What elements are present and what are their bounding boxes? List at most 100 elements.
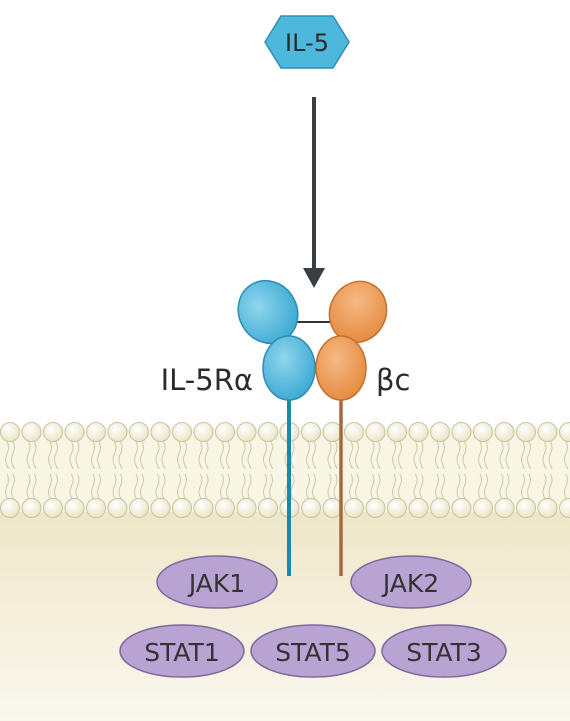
lipid-tail (392, 441, 396, 470)
lipid-tail (32, 441, 37, 470)
lipid-tail (198, 441, 203, 470)
lipid-tail (26, 441, 31, 470)
lipid-tail (97, 441, 101, 470)
lipid-head (322, 422, 343, 442)
lipid-head (344, 422, 364, 442)
lipid-tail (177, 441, 181, 470)
lipid-tail (376, 441, 381, 470)
lipid-head (236, 498, 257, 518)
lipid-head (559, 422, 570, 442)
cytoplasm-region (0, 505, 570, 721)
lipid-head (301, 422, 321, 442)
lipid-head (537, 422, 558, 442)
lipid-head (387, 422, 407, 442)
stat3: STAT3 (381, 624, 507, 678)
lipid-head (236, 422, 257, 442)
lipid-head (473, 498, 493, 518)
membrane-core (0, 428, 570, 512)
lipid-tail (419, 441, 424, 470)
lipid-tail (456, 441, 461, 470)
lipid-tail (263, 441, 267, 470)
lipid-tail (413, 441, 418, 470)
lipid-head (322, 498, 343, 518)
lipid-head (215, 422, 235, 442)
lipid-head (129, 498, 149, 518)
lipid-head (21, 422, 42, 442)
binding-arrow (303, 97, 325, 288)
lipid-head (150, 422, 171, 442)
lipid-tail (112, 441, 117, 470)
lipid-head (107, 422, 128, 442)
lipid-head (172, 498, 192, 518)
lipid-head (193, 422, 214, 442)
lipid-tail (306, 441, 310, 470)
lipid-head (43, 498, 63, 518)
betac-label: βc (376, 363, 410, 397)
lipid-tail (140, 441, 144, 470)
lipid-head (301, 498, 321, 518)
lipid-tail (435, 441, 439, 470)
lipid-tail (521, 441, 525, 470)
lipid-head (494, 422, 515, 442)
lipid-tail (11, 441, 15, 470)
jak1: JAK1 (156, 555, 278, 609)
lipid-tail (484, 441, 488, 470)
lipid-head (0, 422, 20, 442)
lipid-tail (204, 441, 209, 470)
lipid-head (559, 498, 570, 518)
lipid-tail (564, 441, 568, 470)
lipid-tail (441, 441, 445, 470)
lipid-tail (527, 441, 531, 470)
lipid-tail (398, 441, 402, 470)
lipid-tail (269, 441, 273, 470)
lipid-head (43, 422, 63, 442)
lipid-head (344, 498, 364, 518)
lipid-head (64, 498, 85, 518)
stat3-shape (381, 624, 507, 678)
lipid-head (451, 498, 472, 518)
lipid-tail (226, 441, 230, 470)
lipid-head (430, 498, 450, 518)
lipid-tail (327, 441, 332, 470)
stat1-shape (119, 624, 245, 678)
lipid-head (494, 498, 515, 518)
lipid-head (150, 498, 171, 518)
lipid-head (64, 422, 85, 442)
lipid-tail (48, 441, 52, 470)
lipid-head (86, 498, 106, 518)
stat5-shape (250, 624, 376, 678)
lipid-head (408, 422, 429, 442)
lipid-tail (5, 441, 9, 470)
lipid-tail (548, 441, 553, 470)
lipid-tail (499, 441, 504, 470)
lipid-tail (333, 441, 338, 470)
lipid-tail (134, 441, 138, 470)
lipid-head (193, 498, 214, 518)
lipid-tail (505, 441, 510, 470)
lipid-tail (220, 441, 224, 470)
lipid-tail (75, 441, 80, 470)
lipid-tail (312, 441, 316, 470)
lipid-head (107, 498, 128, 518)
jak2-label: JAK2 (381, 569, 439, 598)
betac-domain-lower (315, 335, 367, 401)
lipid-tail (54, 441, 58, 470)
lipid-heads-inner (0, 498, 570, 518)
lipid-head (451, 422, 472, 442)
lipid-head (21, 498, 42, 518)
jak2-shape (350, 555, 472, 609)
lipid-head (430, 422, 450, 442)
jak1-label: JAK1 (187, 569, 245, 598)
lipid-tail (355, 441, 359, 470)
lipid-tail (118, 441, 123, 470)
lipid-tail (478, 441, 482, 470)
lipid-head (365, 422, 386, 442)
il5-ligand: IL-5 (264, 15, 350, 69)
stat5: STAT5 (250, 624, 376, 678)
stat3-label: STAT3 (406, 638, 482, 667)
lipid-head (129, 422, 149, 442)
lipid-head (516, 422, 536, 442)
lipid-tail (370, 441, 375, 470)
lipid-head (387, 498, 407, 518)
